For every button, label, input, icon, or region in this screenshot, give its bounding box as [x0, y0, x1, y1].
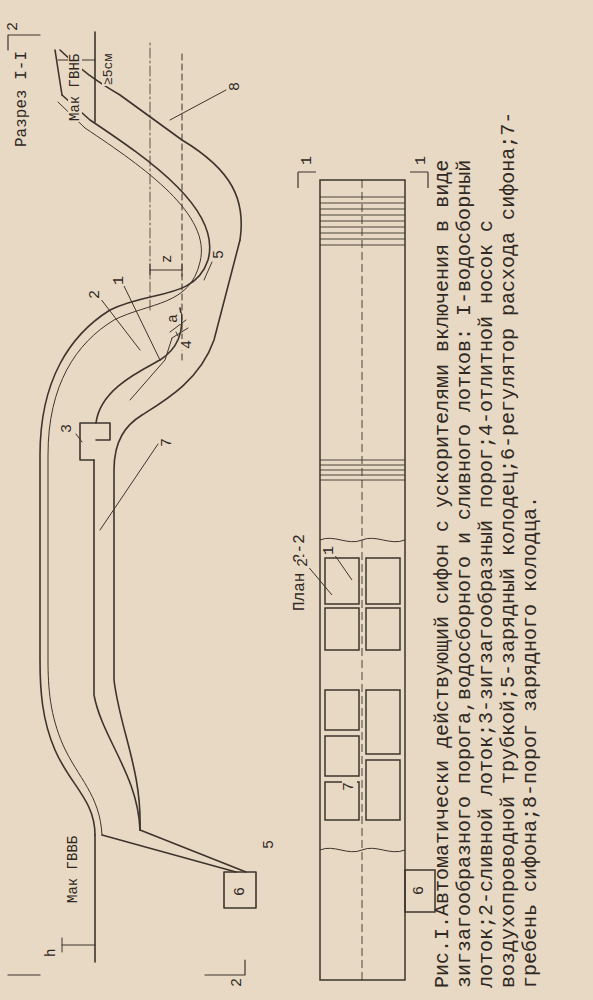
dimension-label: h [44, 948, 58, 958]
plan-hatching [320, 480, 405, 481]
plan-view [298, 172, 435, 980]
view-title: План 2-2 [292, 533, 308, 612]
plan-hatching [320, 233, 405, 234]
callout-number: 8 [228, 81, 243, 92]
figure-caption: Рис.I.Автоматически действующий сифон с … [432, 108, 542, 988]
plan-hatching [320, 245, 405, 246]
plan-hatching [320, 227, 405, 228]
siphon-bottom [114, 240, 240, 830]
z-dimension [150, 264, 182, 276]
headwater-level [94, 835, 96, 962]
collector-tray [130, 338, 172, 400]
section-mark: 1 [300, 155, 315, 166]
well-level [182, 50, 183, 360]
crest-cell [366, 690, 400, 754]
leader-line [334, 554, 352, 580]
callout-number: 2 [296, 557, 311, 568]
page-number: 5 [262, 839, 277, 850]
leader-line [124, 286, 160, 360]
section-mark [8, 960, 245, 975]
callout-number: a [166, 313, 181, 324]
leader-line [170, 90, 226, 120]
section-view [8, 32, 256, 975]
plan-hatching [320, 203, 405, 204]
callout-number: 4 [180, 339, 195, 350]
callout-number: 1 [112, 275, 127, 286]
plan-hatching [320, 215, 405, 216]
callout-number: 7 [342, 781, 357, 792]
callout-number: 6 [412, 885, 427, 896]
level-label: Мак ГВНБ [68, 53, 82, 122]
leader-line [76, 434, 82, 442]
h-dimension [62, 938, 95, 952]
outlet-lip [55, 50, 62, 95]
plan-hatching [320, 460, 405, 461]
section-mark [298, 172, 428, 188]
siphon-crest [94, 460, 140, 830]
inlet [102, 830, 246, 872]
siphon-hood-inner [48, 102, 201, 835]
plan-outline [320, 180, 405, 980]
leader-line [176, 332, 178, 336]
level-label: Мак ГВВБ [66, 835, 80, 904]
tailwater-level [94, 32, 96, 122]
tray-cell [325, 608, 359, 650]
callout-number: 5 [212, 249, 227, 260]
leader-line [204, 262, 212, 280]
crest-cell [366, 760, 400, 820]
dimension-label: ≥5см [102, 53, 115, 86]
crest-cell [325, 690, 359, 730]
plan-hatching [320, 221, 405, 222]
view-title: Разрез I-I [14, 50, 30, 148]
plan-hatching [320, 470, 405, 471]
plan-hatching [320, 209, 405, 210]
tray-cell [366, 558, 400, 604]
callout-number: 6 [233, 886, 248, 897]
flow-regulator [405, 870, 435, 912]
charging-well [60, 50, 241, 240]
dimension-label: z [160, 254, 174, 264]
section-mark [8, 35, 40, 50]
flow-regulator [224, 872, 256, 908]
plan-hatching [320, 197, 405, 198]
break-line [320, 848, 405, 851]
leader-line [306, 564, 332, 595]
section-mark: 2 [230, 977, 245, 988]
siphon-hood [40, 95, 210, 835]
spill-tray [96, 308, 182, 423]
plan-hatching [320, 475, 405, 476]
callout-number: 3 [60, 423, 75, 434]
plan-hatching [320, 465, 405, 466]
tray-cell [366, 608, 400, 650]
break-line [320, 538, 405, 541]
callout-number: 2 [88, 289, 103, 300]
plan-hatching [320, 197, 405, 480]
zigzag-threshold [80, 423, 110, 460]
section-mark: 1 [414, 155, 429, 166]
callout-number: 1 [322, 545, 337, 556]
plan-axis [362, 180, 363, 980]
callout-number: 7 [160, 437, 175, 448]
leader-line [100, 444, 158, 530]
crest-cell [325, 736, 359, 776]
section-mark: 2 [6, 21, 21, 32]
plan-hatching [320, 239, 405, 240]
